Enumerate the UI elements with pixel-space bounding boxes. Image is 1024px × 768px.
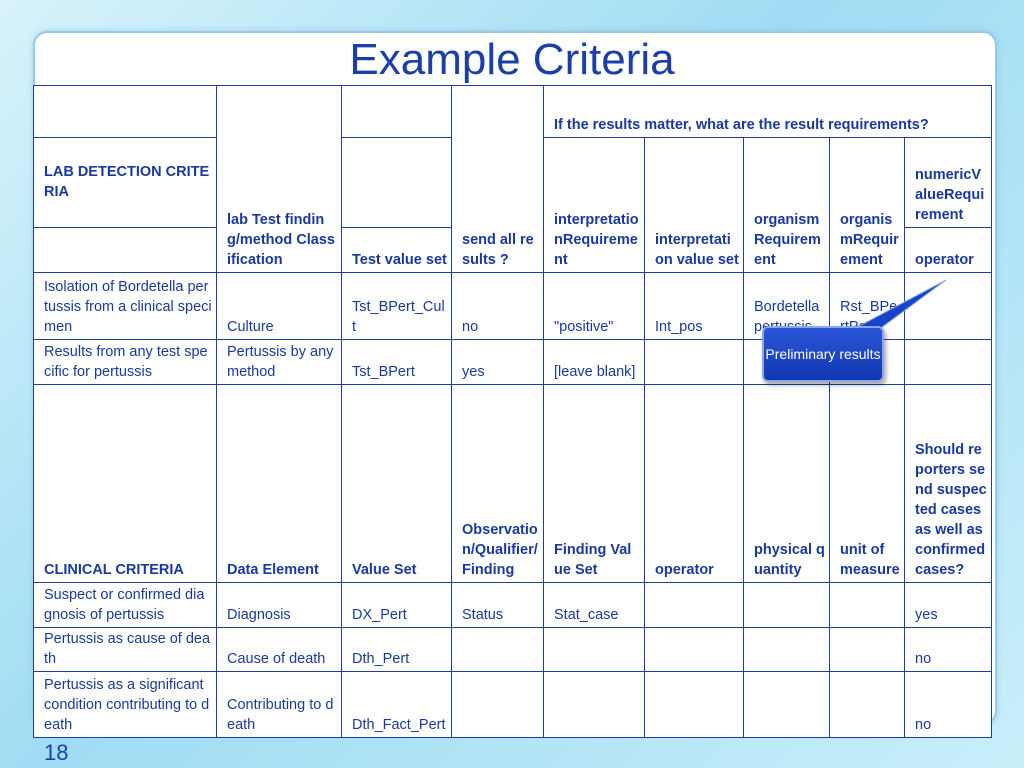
slide-number: 18 — [44, 740, 69, 765]
table-cell: Tst_BPert_Cult — [341, 272, 452, 340]
table-cell: yes — [903, 582, 993, 628]
table-cell: Tst_BPert — [341, 339, 452, 385]
table-cell: Pertussis as a significant condition con… — [33, 671, 217, 738]
interpretation-requirement-header: interpretationRequirement — [543, 137, 645, 273]
table-cell — [644, 671, 744, 738]
table-cell: DX_Pert — [341, 582, 452, 628]
table-cell: no — [451, 272, 544, 340]
data-element-header: Data Element — [216, 384, 342, 583]
table-cell: Stat_case — [543, 582, 645, 628]
slide-title: Example Criteria — [349, 35, 675, 84]
table-cell — [33, 85, 217, 138]
table-cell: Diagnosis — [216, 582, 342, 628]
table-cell — [644, 339, 744, 385]
table-cell: no — [903, 627, 993, 672]
table-cell — [829, 627, 905, 672]
operator-header: operator — [903, 227, 993, 273]
table-row: Pertussis as cause of death Cause of dea… — [33, 627, 993, 672]
table-cell — [743, 582, 830, 628]
table-row: Test value set operator — [33, 227, 993, 273]
table-cell — [644, 627, 744, 672]
physical-quantity-header: physical quantity — [743, 384, 830, 583]
result-requirements-header: If the results matter, what are the resu… — [542, 85, 993, 138]
table-cell: yes — [451, 339, 544, 385]
table-cell: Pertussis as cause of death — [33, 627, 217, 672]
table-cell: Dth_Pert — [341, 627, 452, 672]
table-row: lab Test finding/method Classification s… — [33, 85, 993, 273]
unit-of-measure-header: unit of measure — [829, 384, 905, 583]
table-cell — [829, 671, 905, 738]
test-value-set-header: Test value set — [341, 227, 452, 273]
table-cell: "positive" — [543, 272, 645, 340]
numeric-requirement-header: numericValueRequirement — [903, 137, 993, 228]
table-cell: Suspect or confirmed diagnosis of pertus… — [33, 582, 217, 628]
table-row: CLINICAL CRITERIA Data Element Value Set… — [33, 384, 993, 583]
value-set-header: Value Set — [341, 384, 452, 583]
send-all-header: send all results ? — [451, 85, 544, 273]
interpretation-value-set-header: interpretation value set — [644, 137, 744, 273]
table-cell: Dth_Fact_Pert — [341, 671, 452, 738]
table-cell: Isolation of Bordetella pertussis from a… — [33, 272, 217, 340]
suspected-cases-header: Should reporters send suspected cases as… — [903, 384, 993, 583]
table-cell: Results from any test specific for pertu… — [33, 339, 217, 385]
table-cell — [903, 339, 993, 385]
table-cell: Contributing to death — [216, 671, 342, 738]
table-cell: Pertussis by any method — [216, 339, 342, 385]
table-cell — [341, 85, 452, 138]
clinical-operator-header: operator — [644, 384, 744, 583]
clinical-criteria-header: CLINICAL CRITERIA — [33, 384, 217, 583]
table-cell — [451, 627, 544, 672]
table-cell — [743, 627, 830, 672]
classification-header: lab Test finding/method Classification — [216, 85, 342, 273]
table-cell: [leave blank] — [543, 339, 645, 385]
table-cell: Cause of death — [216, 627, 342, 672]
table-row: Pertussis as a significant condition con… — [33, 671, 993, 738]
table-cell: Status — [451, 582, 544, 628]
table-cell — [543, 671, 645, 738]
table-cell — [543, 627, 645, 672]
table-cell: no — [903, 671, 993, 738]
observation-header: Observation/Qualifier/Finding — [451, 384, 544, 583]
table-cell — [903, 272, 993, 340]
finding-value-set-header: Finding Value Set — [543, 384, 645, 583]
table-row: LAB DETECTION CRITERIA interpretationReq… — [33, 137, 993, 273]
table-cell — [341, 137, 452, 228]
lab-detection-header: LAB DETECTION CRITERIA — [33, 137, 217, 228]
table-row: Suspect or confirmed diagnosis of pertus… — [33, 582, 993, 628]
table-cell — [33, 227, 217, 273]
table-cell — [644, 582, 744, 628]
preliminary-results-callout: Preliminary results — [762, 326, 884, 382]
organism-requirement-header: organismRequirement — [743, 137, 830, 273]
table-cell — [829, 582, 905, 628]
criteria-table: lab Test finding/method Classification s… — [33, 85, 993, 738]
table-cell — [743, 671, 830, 738]
table-cell: Int_pos — [644, 272, 744, 340]
table-cell: Culture — [216, 272, 342, 340]
organism-requirement-header-2: organismRequirement — [829, 137, 905, 273]
table-cell — [451, 671, 544, 738]
